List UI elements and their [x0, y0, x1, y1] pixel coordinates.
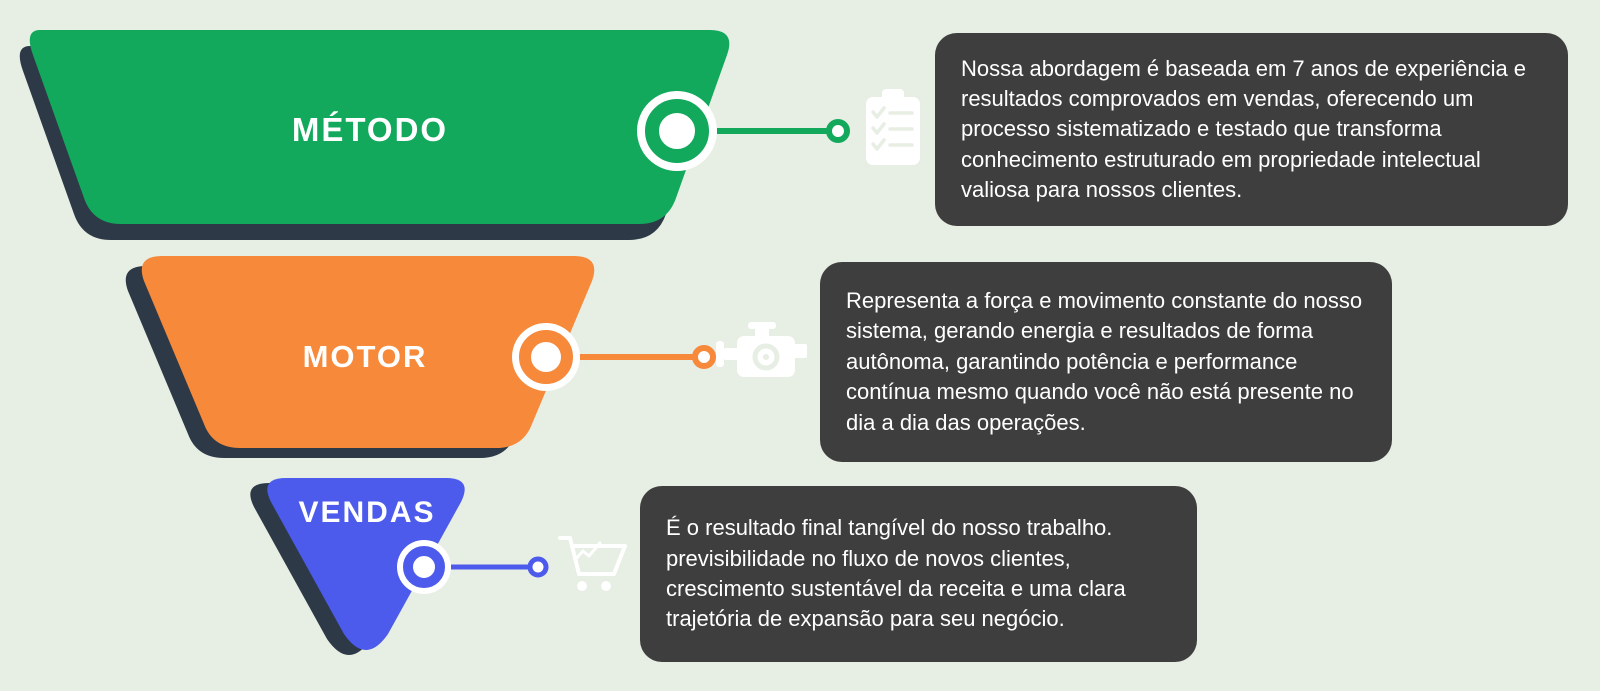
- description-text-metodo: Nossa abordagem é baseada em 7 anos de e…: [961, 55, 1527, 203]
- description-panel-motor: Representa a força e movimento constante…: [820, 262, 1392, 462]
- description-panel-metodo: Nossa abordagem é baseada em 7 anos de e…: [935, 33, 1568, 226]
- connector-vendas: [397, 536, 627, 594]
- connector-endpoint-vendas: [527, 556, 549, 578]
- clipboard-checklist-icon: [866, 89, 920, 165]
- funnel-segment-motor: [141, 256, 595, 448]
- funnel-label-motor: MOTOR: [302, 339, 428, 374]
- description-panel-vendas: É o resultado final tangível do nosso tr…: [640, 486, 1197, 662]
- funnel-label-metodo: MÉTODO: [291, 111, 449, 148]
- connector-endpoint-motor: [692, 345, 716, 369]
- shopping-cart-icon: [558, 536, 627, 591]
- description-text-motor: Representa a força e movimento constante…: [846, 288, 1363, 435]
- funnel-segment-metodo: [29, 30, 730, 224]
- engine-icon: [716, 322, 807, 377]
- connector-endpoint-metodo: [826, 119, 850, 143]
- connector-motor: [512, 322, 807, 391]
- description-text-vendas: É o resultado final tangível do nosso tr…: [666, 515, 1126, 632]
- funnel-label-vendas: VENDAS: [298, 496, 436, 529]
- funnel-segment-vendas: [267, 478, 465, 650]
- connector-metodo: [637, 89, 920, 171]
